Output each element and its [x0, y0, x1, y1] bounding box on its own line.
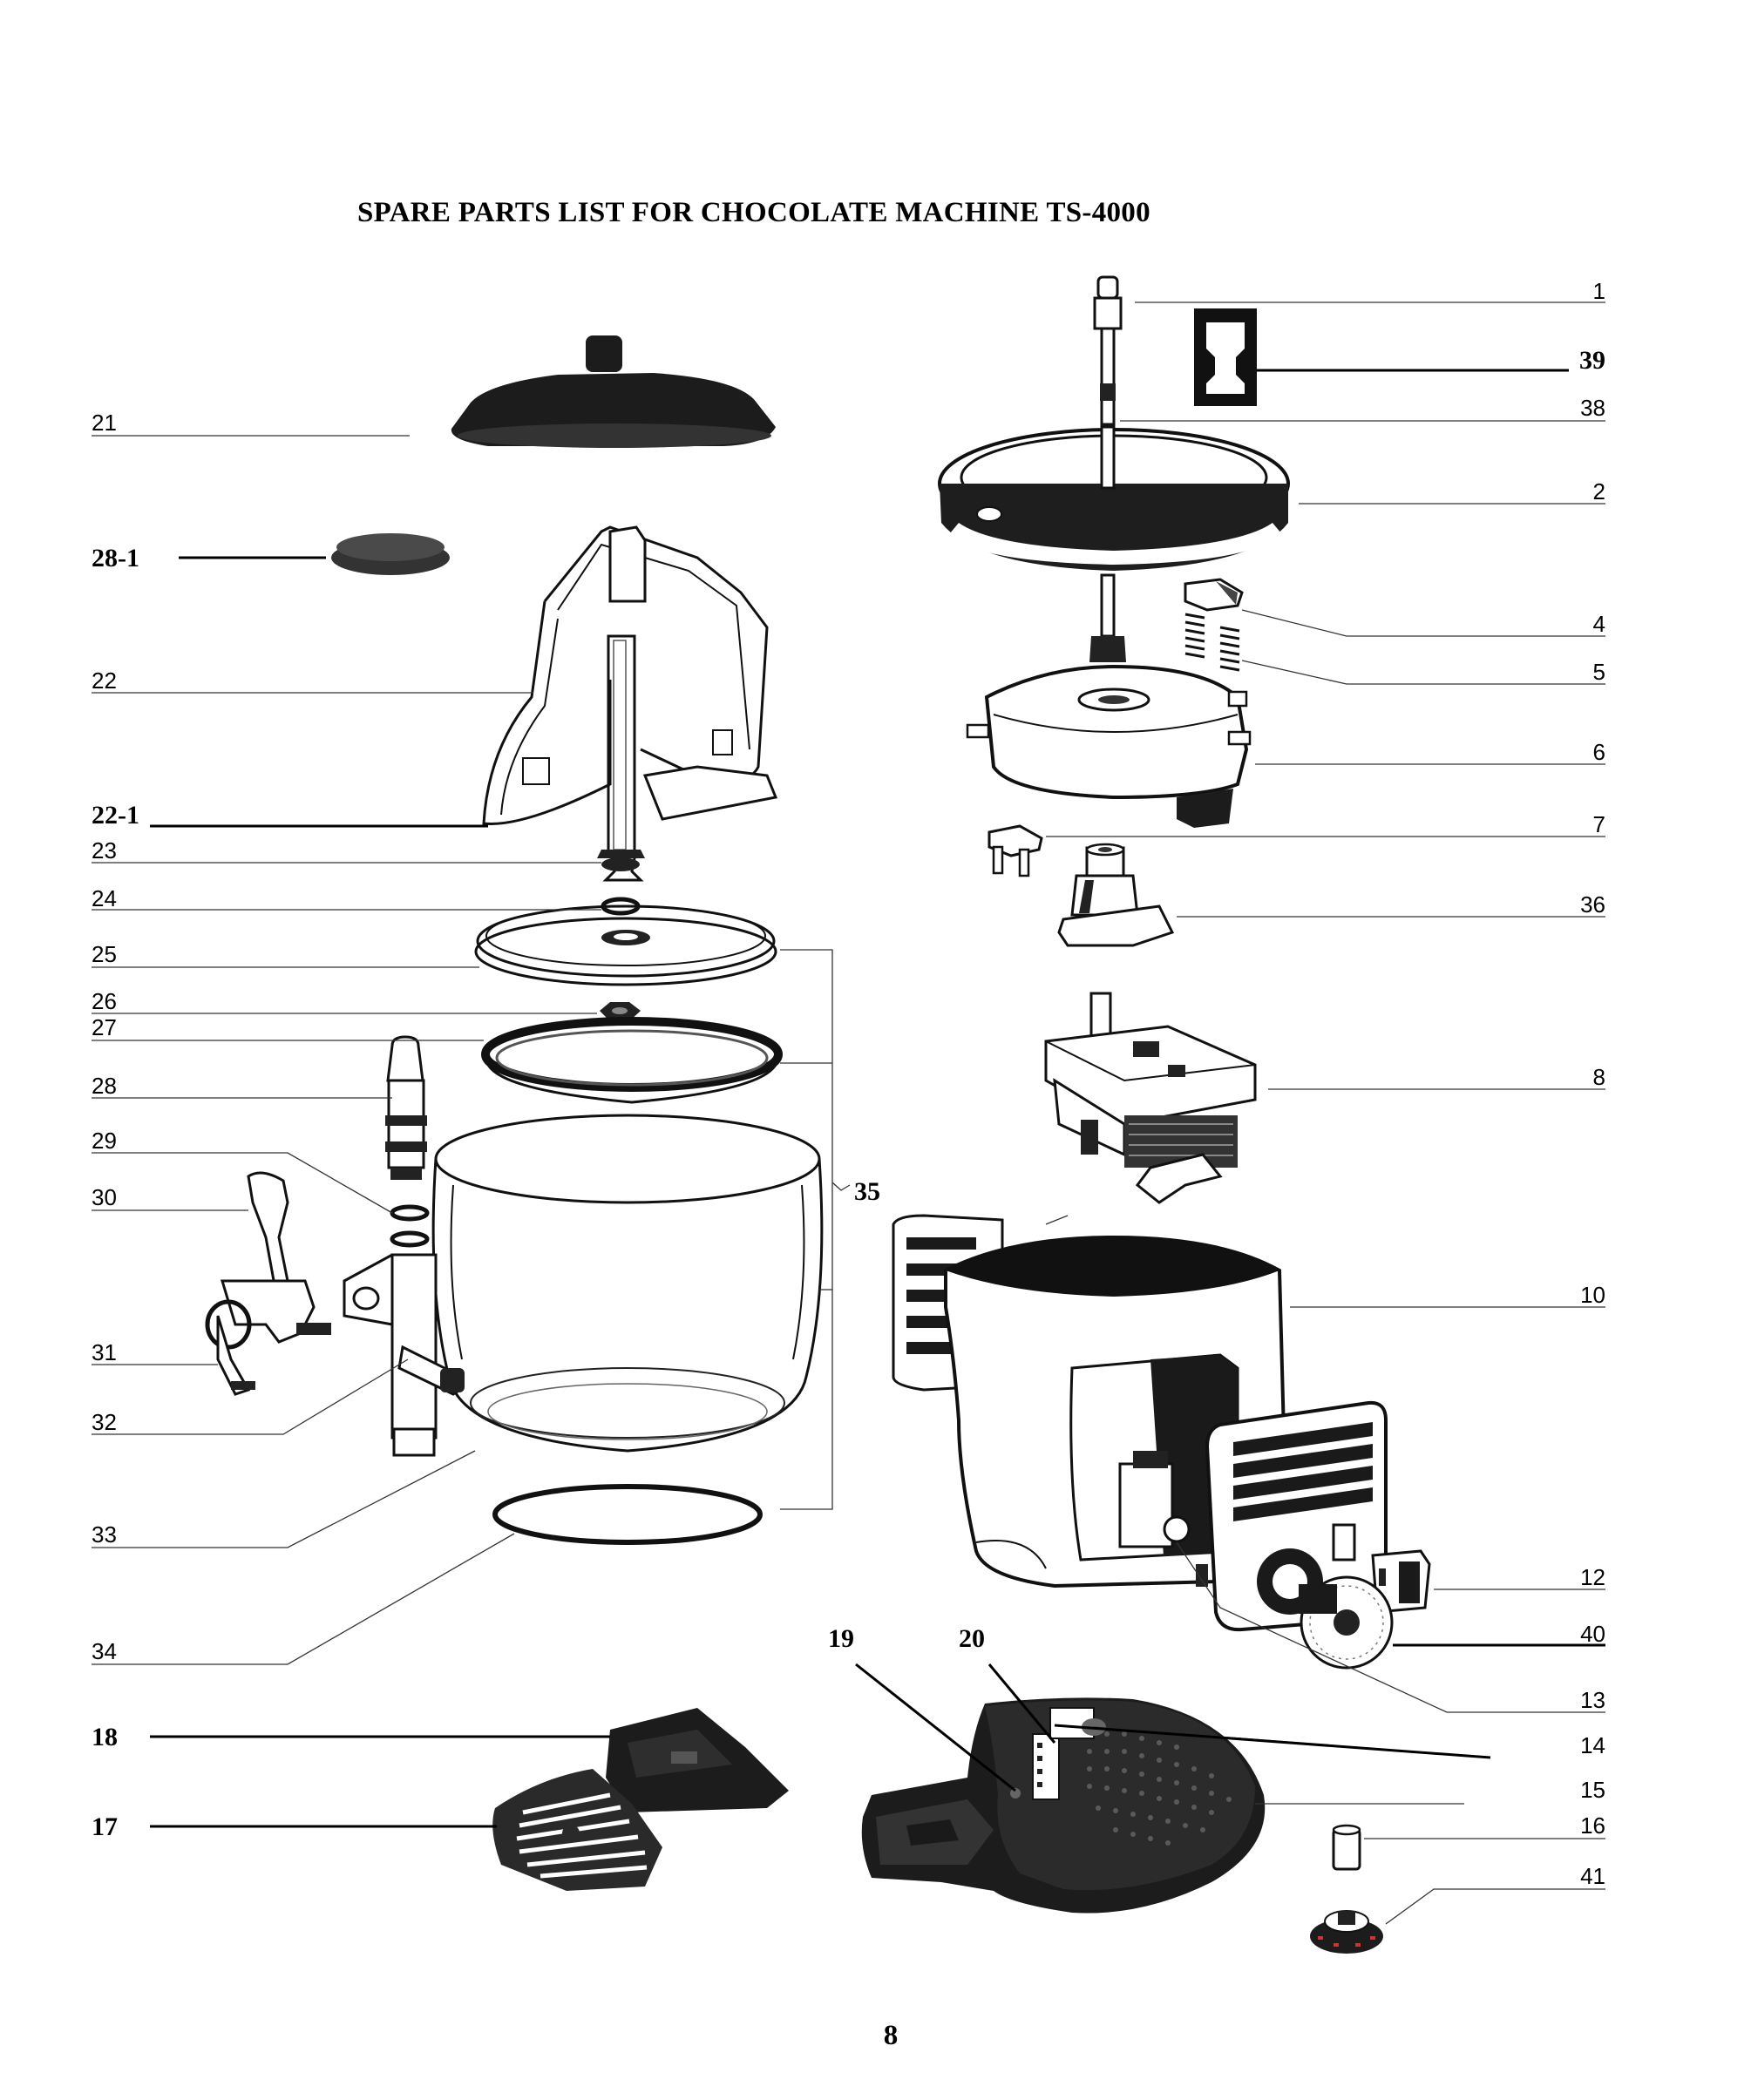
label-30: 30 [92, 1184, 117, 1210]
o-rings-29-icon [390, 1204, 430, 1248]
leader-20 [987, 1663, 1056, 1744]
rocker-switch-icon [1371, 1549, 1431, 1614]
label-5: 5 [1593, 659, 1605, 685]
label-22: 22 [92, 667, 117, 694]
label-13: 13 [1580, 1687, 1605, 1713]
label-14: 14 [1580, 1732, 1605, 1758]
label-1: 1 [1593, 278, 1605, 304]
label-4: 4 [1593, 611, 1605, 637]
label-28: 28 [92, 1073, 117, 1099]
leader-5 [1241, 660, 1605, 685]
label-36: 36 [1580, 891, 1605, 918]
label-35: 35 [854, 1177, 880, 1206]
leader-33 [92, 1450, 476, 1548]
bowl-cover-icon [474, 904, 777, 986]
tap-icon [205, 1171, 465, 1457]
label-39: 39 [1579, 346, 1605, 375]
label-31: 31 [92, 1339, 117, 1365]
label-29: 29 [92, 1128, 117, 1154]
label-25: 25 [92, 941, 117, 967]
drip-tray-icon [606, 1708, 789, 1812]
label-27: 27 [92, 1014, 117, 1040]
leader-32 [92, 1358, 409, 1435]
label-22-1: 22-1 [92, 801, 139, 830]
label-19: 19 [828, 1624, 854, 1653]
label-6: 6 [1593, 739, 1605, 765]
label-34: 34 [92, 1638, 117, 1664]
springs-icon [1184, 613, 1240, 672]
label-10: 10 [1580, 1282, 1605, 1308]
clip-icon [987, 824, 1043, 877]
label-40: 40 [1580, 1621, 1605, 1647]
label-2: 2 [1593, 478, 1605, 505]
bowl-icon [431, 1114, 824, 1453]
latch-icon [1184, 578, 1244, 612]
label-7: 7 [1593, 811, 1605, 837]
motor-icon [1044, 992, 1257, 1204]
leader-29 [92, 1152, 393, 1214]
label-15: 15 [1580, 1777, 1605, 1803]
label-20: 20 [959, 1624, 985, 1653]
label-17: 17 [92, 1812, 118, 1841]
shaft-end-icon [597, 850, 645, 871]
leader-13 [1176, 1541, 1605, 1713]
label-38: 38 [1580, 395, 1605, 421]
thermostat-knob-icon [1310, 1910, 1383, 1954]
base-icon [861, 1697, 1266, 1914]
leader-19 [855, 1663, 1016, 1792]
label-16: 16 [1580, 1812, 1605, 1839]
nut-icon [600, 1002, 641, 1021]
stirrer-icon [482, 525, 778, 882]
label-18: 18 [92, 1723, 118, 1751]
page-title: SPARE PARTS LIST FOR CHOCOLATE MACHINE T… [357, 197, 1150, 228]
leader-34 [92, 1533, 515, 1665]
coupling-icon [1057, 843, 1175, 947]
thermostat-dial-icon [1299, 1575, 1394, 1670]
label-24: 24 [92, 885, 117, 911]
valve-piston-icon [385, 1035, 427, 1180]
label-33: 33 [92, 1521, 117, 1548]
label-32: 32 [92, 1409, 117, 1435]
label-28-1: 28-1 [92, 544, 139, 572]
label-26: 26 [92, 988, 117, 1014]
sleeve-icon [1332, 1824, 1361, 1871]
label-23: 23 [92, 837, 117, 864]
upper-ring-icon [938, 425, 1290, 571]
bowl-seal-icon [492, 1484, 763, 1545]
motor-cover-icon [966, 664, 1252, 828]
gasket-icon [481, 1017, 783, 1104]
label-41: 41 [1580, 1863, 1605, 1889]
leader-4 [1241, 609, 1605, 637]
lid-icon [451, 335, 776, 448]
square-gasket-icon [1194, 308, 1257, 406]
page-number: 8 [883, 2020, 899, 2051]
label-12: 12 [1580, 1564, 1605, 1590]
label-21: 21 [92, 410, 117, 436]
bracket-35 [780, 949, 833, 1510]
cap-icon [331, 533, 450, 575]
label-8: 8 [1593, 1064, 1605, 1090]
leader-41 [1385, 1888, 1605, 1925]
drip-grid-icon [492, 1769, 662, 1891]
